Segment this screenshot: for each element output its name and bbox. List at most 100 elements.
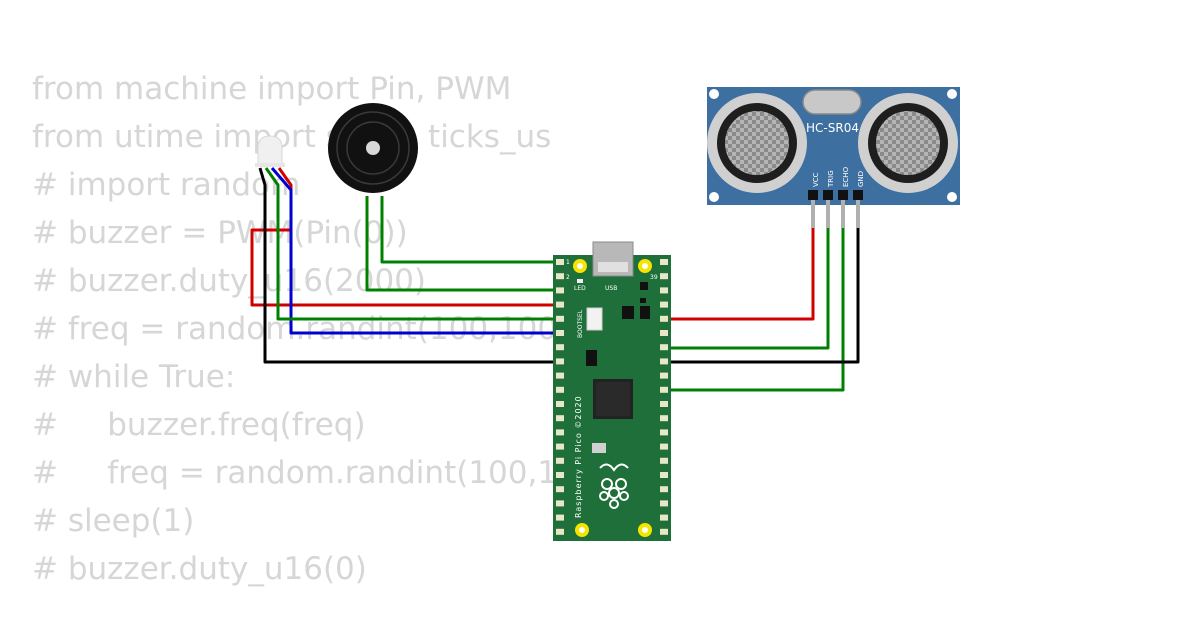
pico-pin-right[interactable] (660, 315, 668, 322)
sensor-pin-vcc-label: VCC (812, 172, 820, 187)
code-line-2: from utime import sleep, ticks_us (32, 119, 551, 155)
sensor-pin-trig[interactable] (823, 190, 833, 200)
pico-pin-left[interactable] (556, 259, 564, 265)
pico-pin-left[interactable] (556, 443, 564, 450)
pico-pin-right[interactable] (660, 372, 668, 379)
transducer-right (858, 93, 958, 193)
code-line-4: # buzzer = PWM(Pin(0)) (32, 215, 408, 251)
buzzer-ring-2 (346, 121, 400, 175)
component-4 (640, 282, 648, 290)
mount-hole-br-center (642, 527, 648, 533)
pico-pin-left[interactable] (556, 372, 564, 379)
pico-board[interactable]: USB LED 1 2 39 BOOTSEL (553, 241, 671, 541)
wire-led-black[interactable] (258, 167, 563, 364)
pico-pin-right[interactable] (660, 486, 668, 493)
sensor-pin-gnd[interactable] (853, 190, 863, 200)
sensor-hole-bl (709, 192, 719, 202)
component-3 (586, 350, 597, 366)
led-label: LED (574, 285, 586, 292)
pico-pin-left[interactable] (556, 457, 564, 464)
pico-pin-right[interactable] (660, 415, 668, 422)
code-line-5: # buzzer.duty_u16(2000) (32, 263, 426, 299)
pico-pin-right[interactable] (660, 287, 668, 294)
wires (250, 167, 860, 392)
sensor-pin-echo-label: ECHO (842, 166, 850, 187)
pin1-label: 1 (566, 259, 570, 266)
usb-port (598, 262, 628, 272)
component-1 (622, 306, 634, 319)
pico-pin-right[interactable] (660, 500, 668, 507)
wire-sensor-trig[interactable] (662, 200, 830, 350)
wire-sensor-echo[interactable] (662, 200, 845, 392)
pico-pin-left[interactable] (556, 386, 564, 393)
pico-pin-right[interactable] (660, 514, 668, 521)
code-line-9: # freq = random.randint(100,1000) (32, 455, 628, 491)
pico-pin-right[interactable] (660, 358, 668, 365)
pico-pin-left[interactable] (556, 358, 564, 365)
pico-pin-right[interactable] (660, 443, 668, 450)
component-5 (640, 298, 646, 303)
raspberry-logo (599, 463, 629, 509)
board-name-label: Raspberry Pi Pico ©2020 (574, 395, 583, 518)
rp2040-die (596, 382, 630, 416)
wire-sensor-vcc[interactable] (662, 200, 815, 321)
bootsel-button[interactable] (586, 307, 603, 331)
hc-sr04-sensor[interactable]: HC-SR04 VCC TRIG ECHO GND (707, 87, 960, 228)
rgb-led[interactable] (255, 135, 285, 167)
pico-pin-right[interactable] (660, 429, 668, 436)
pico-pin-right[interactable] (660, 457, 668, 464)
wire-buzzer-green-1[interactable] (380, 196, 563, 264)
pico-pin-right[interactable] (660, 259, 668, 265)
wire-buzzer-green-2[interactable] (365, 196, 563, 292)
code-line-6: # freq = random.randint(100,1000) (32, 311, 589, 347)
code-overlay: from machine import Pin, PWM from utime … (32, 71, 628, 587)
mount-hole-tr-center (642, 263, 648, 269)
wire-led-green[interactable] (264, 167, 563, 321)
mount-hole-tl-center (577, 263, 583, 269)
buzzer[interactable] (328, 103, 418, 193)
sensor-pin-vcc[interactable] (808, 190, 818, 200)
pico-pin-left[interactable] (556, 429, 564, 436)
component-2 (640, 306, 650, 319)
pico-pin-left[interactable] (556, 301, 564, 308)
sensor-hole-tl (709, 89, 719, 99)
transducer-left (707, 93, 807, 193)
buzzer-center (366, 141, 380, 155)
sensor-pin-trig-label: TRIG (827, 170, 835, 188)
pico-pin-left[interactable] (556, 528, 564, 535)
wire-sensor-gnd[interactable] (662, 200, 860, 364)
wire-led-blue[interactable] (270, 167, 563, 335)
pico-pin-right[interactable] (660, 344, 668, 351)
buzzer-ring-1 (336, 111, 410, 185)
pico-pin-left[interactable] (556, 315, 564, 322)
pico-pin-right[interactable] (660, 273, 668, 280)
pico-pin-right[interactable] (660, 386, 668, 393)
pico-pin-right[interactable] (660, 472, 668, 478)
pico-pin-left[interactable] (556, 486, 564, 493)
pico-pin-left[interactable] (556, 330, 564, 336)
pico-pin-right[interactable] (660, 528, 668, 535)
pico-pin-right[interactable] (660, 330, 668, 336)
sensor-hole-tr (947, 89, 957, 99)
pico-pin-left[interactable] (556, 472, 564, 478)
led-base (255, 163, 285, 167)
pico-pin-left[interactable] (556, 401, 564, 407)
pico-pin-left[interactable] (556, 500, 564, 507)
code-line-1: from machine import Pin, PWM (32, 71, 511, 107)
flash-component (592, 443, 606, 453)
sensor-lead-trig (826, 200, 830, 228)
pico-pin-left[interactable] (556, 514, 564, 521)
pico-pin-left[interactable] (556, 273, 564, 280)
pico-pin-left[interactable] (556, 344, 564, 351)
wire-led-red[interactable] (250, 167, 563, 307)
pico-pin-left[interactable] (556, 287, 564, 294)
pin-headers (556, 259, 668, 535)
pico-pin-right[interactable] (660, 401, 668, 407)
usb-label: USB (605, 285, 617, 292)
sensor-title: HC-SR04 (806, 121, 859, 135)
pico-pin-right[interactable] (660, 301, 668, 308)
onboard-led (577, 279, 583, 283)
pico-pin-left[interactable] (556, 415, 564, 422)
sensor-pin-echo[interactable] (838, 190, 848, 200)
